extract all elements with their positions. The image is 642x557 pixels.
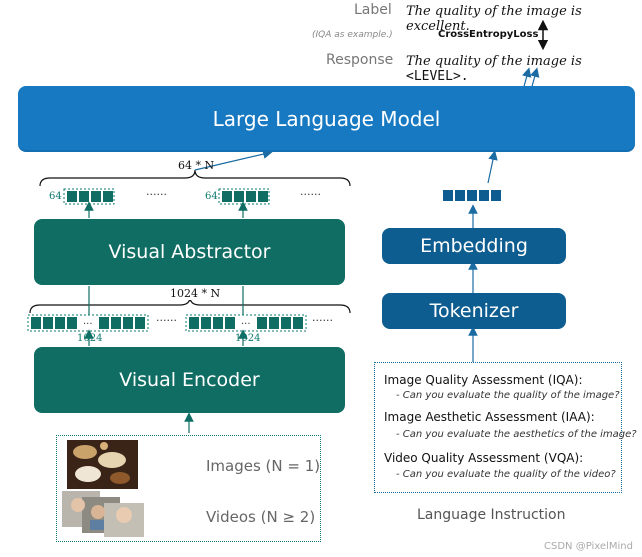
loss-label: CrossEntropyLoss [438, 29, 539, 40]
token-block [213, 317, 223, 329]
token-block [257, 317, 267, 329]
token-block [293, 317, 303, 329]
encoder-count-2: 1024 [235, 333, 261, 344]
instruction-title-iaa: Image Aesthetic Assessment (IAA): [384, 410, 595, 424]
token-block [91, 191, 101, 202]
footer-watermark: CSDN @PixelMind [544, 541, 633, 552]
visual-abstractor-label: Visual Abstractor [108, 241, 271, 263]
llm-label: Large Language Model [212, 107, 441, 131]
video-frames [62, 491, 144, 537]
inner-ellipsis: ··· [83, 319, 93, 330]
instruction-title-iqa: Image Quality Assessment (IQA): [384, 373, 583, 387]
token-block [111, 317, 121, 329]
encoder-dim-label: 1024 * N [168, 287, 223, 300]
token-block [234, 191, 244, 202]
token-block [269, 317, 279, 329]
response-text: The quality of the image is <LEVEL>. [406, 54, 582, 84]
instruction-question-vqa: - Can you evaluate the quality of the vi… [396, 469, 616, 480]
instruction-question-iqa: - Can you evaluate the quality of the im… [396, 390, 620, 401]
token-block [43, 317, 53, 329]
tokenizer-label: Tokenizer [429, 300, 519, 322]
embedding-block: Embedding [382, 228, 566, 264]
token-block [67, 317, 77, 329]
token-block [103, 191, 113, 202]
token-block [225, 317, 235, 329]
token-block [201, 317, 211, 329]
instruction-question-iaa: - Can you evaluate the aesthetics of the… [396, 429, 637, 440]
token-block [222, 191, 232, 202]
token-block [99, 317, 109, 329]
abstractor-count-2: 64 [205, 191, 218, 202]
token-block [123, 317, 133, 329]
abstractor-dim-label: 64 * N [178, 159, 215, 172]
tokenizer-block: Tokenizer [382, 293, 566, 329]
label-text: The quality of the image is excellent. [406, 4, 582, 34]
text-token-block [455, 190, 465, 201]
image-photo [67, 440, 138, 489]
embedding-label: Embedding [420, 235, 528, 257]
images-label: Images (N = 1) [206, 457, 321, 475]
encoder-ellipsis-2: ······ [312, 314, 333, 327]
vision-to-llm-arrow [194, 149, 273, 171]
example-note: (IQA as example.) [312, 30, 393, 40]
text-token-block [443, 190, 453, 201]
instruction-caption: Language Instruction [417, 507, 566, 523]
token-block [31, 317, 41, 329]
instruction-box [374, 362, 622, 493]
videos-label: Videos (N ≥ 2) [206, 508, 316, 526]
text-token-block [491, 190, 501, 201]
response-level: <LEVEL>. [406, 69, 469, 84]
label-key: Label [354, 2, 392, 18]
embedding-to-llm-arrow [487, 150, 498, 184]
text-token-block [467, 190, 477, 201]
visual-encoder-label: Visual Encoder [119, 369, 260, 391]
abstractor-ellipsis-2: ······ [300, 188, 321, 201]
media-input-box [56, 435, 321, 542]
encoder-count-1: 1024 [77, 333, 103, 344]
response-key: Response [326, 52, 394, 68]
visual-encoder-block: Visual Encoder [34, 347, 345, 413]
inner-ellipsis: ··· [241, 319, 251, 330]
token-block [79, 191, 89, 202]
instruction-title-vqa: Video Quality Assessment (VQA): [384, 451, 584, 465]
token-block [135, 317, 145, 329]
abstractor-count-1: 64 [49, 191, 62, 202]
visual-abstractor-block: Visual Abstractor [34, 219, 345, 285]
abstractor-brace [39, 169, 351, 187]
token-block [189, 317, 199, 329]
token-block [258, 191, 268, 202]
token-block [246, 191, 256, 202]
token-block [67, 191, 77, 202]
encoder-ellipsis-1: ······ [156, 314, 177, 327]
abstractor-ellipsis-1: ······ [146, 188, 167, 201]
token-block [281, 317, 291, 329]
token-block [55, 317, 65, 329]
llm-block: Large Language Model [18, 86, 635, 152]
text-token-block [479, 190, 489, 201]
